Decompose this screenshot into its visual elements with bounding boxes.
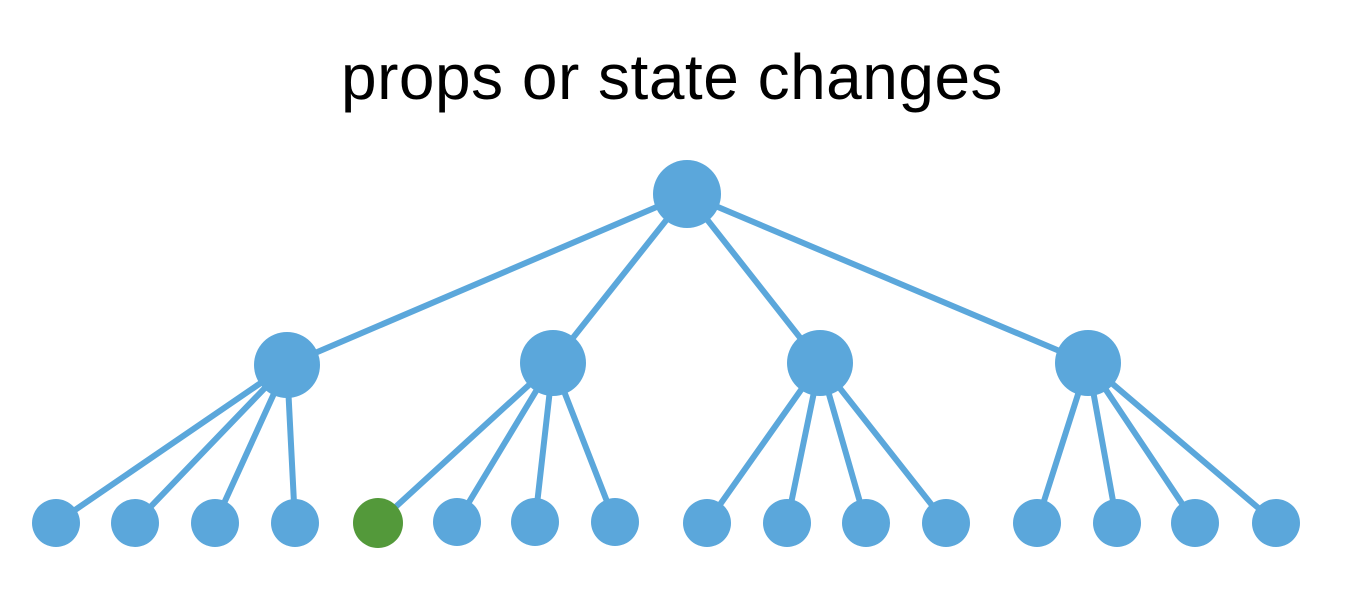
tree-edge-p3-l12	[817, 360, 949, 526]
tree-nodes	[32, 160, 1300, 548]
tree-node-l4	[271, 499, 319, 547]
tree-node-l7	[511, 498, 559, 546]
tree-node-l16	[1252, 499, 1300, 547]
tree-edge-p4-l16	[1085, 360, 1279, 526]
tree-node-root	[653, 160, 721, 228]
tree-edge-root-p1	[284, 191, 690, 368]
tree-edge-p1-l2	[132, 362, 290, 526]
tree-node-l9	[683, 499, 731, 547]
diagram-title: props or state changes	[341, 41, 1003, 113]
tree-node-l12	[922, 499, 970, 547]
tree-node-l5-highlighted	[353, 498, 403, 548]
tree-edge-root-p2	[550, 191, 690, 366]
tree-edge-root-p4	[684, 191, 1091, 366]
tree-node-p1	[254, 332, 320, 398]
tree-edge-root-p3	[684, 191, 823, 366]
tree-node-l15	[1171, 499, 1219, 547]
tree-node-l1	[32, 499, 80, 547]
tree-node-p2	[520, 330, 586, 396]
tree-node-p3	[787, 330, 853, 396]
tree-node-l8	[591, 498, 639, 546]
tree-node-p4	[1055, 330, 1121, 396]
tree-edge-p2-l5	[375, 360, 556, 526]
tree-node-l6	[433, 498, 481, 546]
tree-node-l3	[191, 499, 239, 547]
tree-node-l11	[842, 499, 890, 547]
tree-node-l10	[763, 499, 811, 547]
tree-node-l2	[111, 499, 159, 547]
tree-node-l14	[1093, 499, 1141, 547]
tree-node-l13	[1013, 499, 1061, 547]
tree-edge-p1-l1	[53, 362, 290, 526]
